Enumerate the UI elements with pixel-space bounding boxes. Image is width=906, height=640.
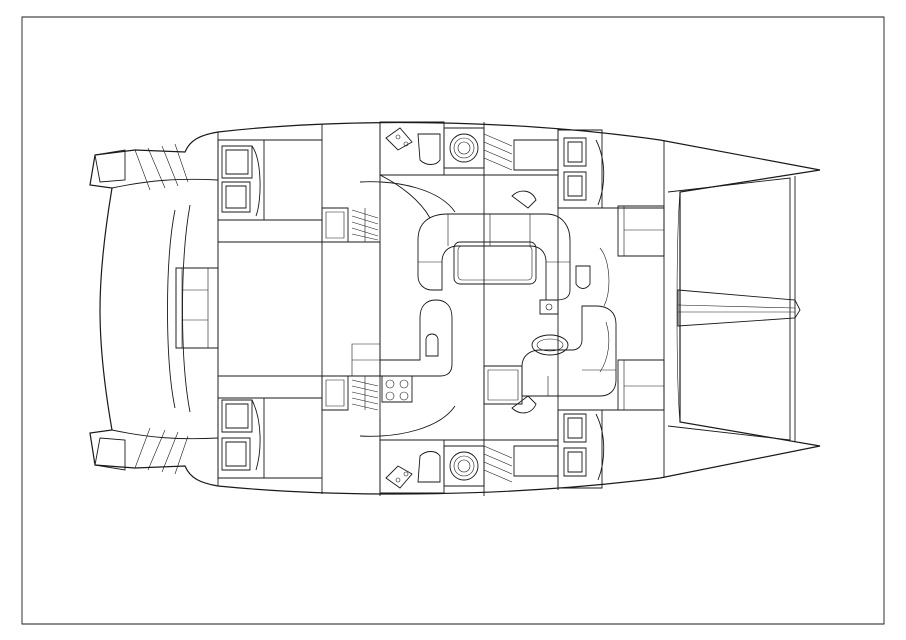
shower-icon bbox=[386, 128, 412, 150]
galley-counter bbox=[380, 300, 452, 376]
shower-icon bbox=[386, 466, 412, 488]
aft-step-top bbox=[95, 150, 125, 182]
toilet-icon bbox=[418, 452, 440, 483]
pillow-icon bbox=[222, 146, 252, 178]
forward-beam bbox=[678, 290, 800, 326]
hob-icon bbox=[382, 376, 412, 402]
aft-step-bottom bbox=[95, 438, 125, 470]
saloon-table bbox=[454, 242, 536, 284]
pillow-icon bbox=[564, 138, 586, 166]
cabin-aft-bottom bbox=[218, 398, 264, 478]
washbasin-icon bbox=[450, 452, 478, 480]
door-swing bbox=[512, 191, 536, 208]
chair-icon bbox=[576, 266, 590, 289]
pillow-icon bbox=[222, 438, 250, 470]
pillow-icon bbox=[564, 172, 586, 200]
head-bottom bbox=[380, 440, 558, 493]
u-shaped-settee bbox=[418, 214, 570, 300]
pillow-icon bbox=[222, 182, 250, 212]
cabin-seat-bottom bbox=[618, 360, 664, 410]
cabin-forward-top bbox=[558, 130, 664, 256]
pillow-icon bbox=[564, 414, 586, 442]
door-swing bbox=[360, 182, 455, 212]
door-swing bbox=[360, 406, 455, 436]
cabin-aft-top bbox=[176, 140, 264, 348]
washbasin-icon bbox=[450, 134, 478, 162]
galley-details bbox=[352, 344, 380, 376]
pillow-icon bbox=[564, 448, 586, 476]
cabin-forward-bottom bbox=[558, 360, 664, 488]
bow-trampoline bbox=[668, 176, 800, 442]
nav-table bbox=[540, 300, 558, 314]
head-top bbox=[380, 122, 558, 175]
pillow-icon bbox=[222, 400, 252, 432]
cockpit-table bbox=[532, 335, 568, 355]
cockpit-bench bbox=[176, 268, 218, 348]
saloon bbox=[360, 175, 616, 440]
helm-seat bbox=[522, 306, 616, 396]
sink-icon bbox=[426, 334, 438, 356]
companionway bbox=[484, 366, 522, 404]
cabin-seat-top bbox=[618, 206, 664, 256]
door-swing bbox=[512, 396, 536, 413]
toilet-icon bbox=[418, 134, 440, 165]
locker-bottom bbox=[322, 376, 378, 410]
drawing-frame bbox=[22, 17, 884, 624]
hull-outline bbox=[90, 123, 820, 494]
locker-top bbox=[322, 208, 378, 242]
